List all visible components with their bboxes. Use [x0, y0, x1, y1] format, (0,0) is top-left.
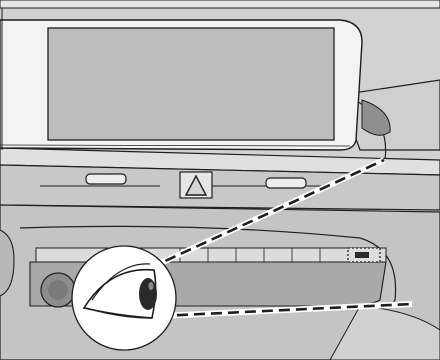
left-volume-knob-center	[48, 280, 68, 300]
left-vent-button[interactable]	[86, 174, 126, 184]
sensor-icon	[355, 252, 369, 258]
right-vent-button[interactable]	[266, 178, 306, 188]
eye-highlight	[149, 282, 154, 290]
top-frame	[0, 0, 440, 8]
eye-iris	[139, 278, 157, 310]
display-screen	[48, 28, 334, 140]
